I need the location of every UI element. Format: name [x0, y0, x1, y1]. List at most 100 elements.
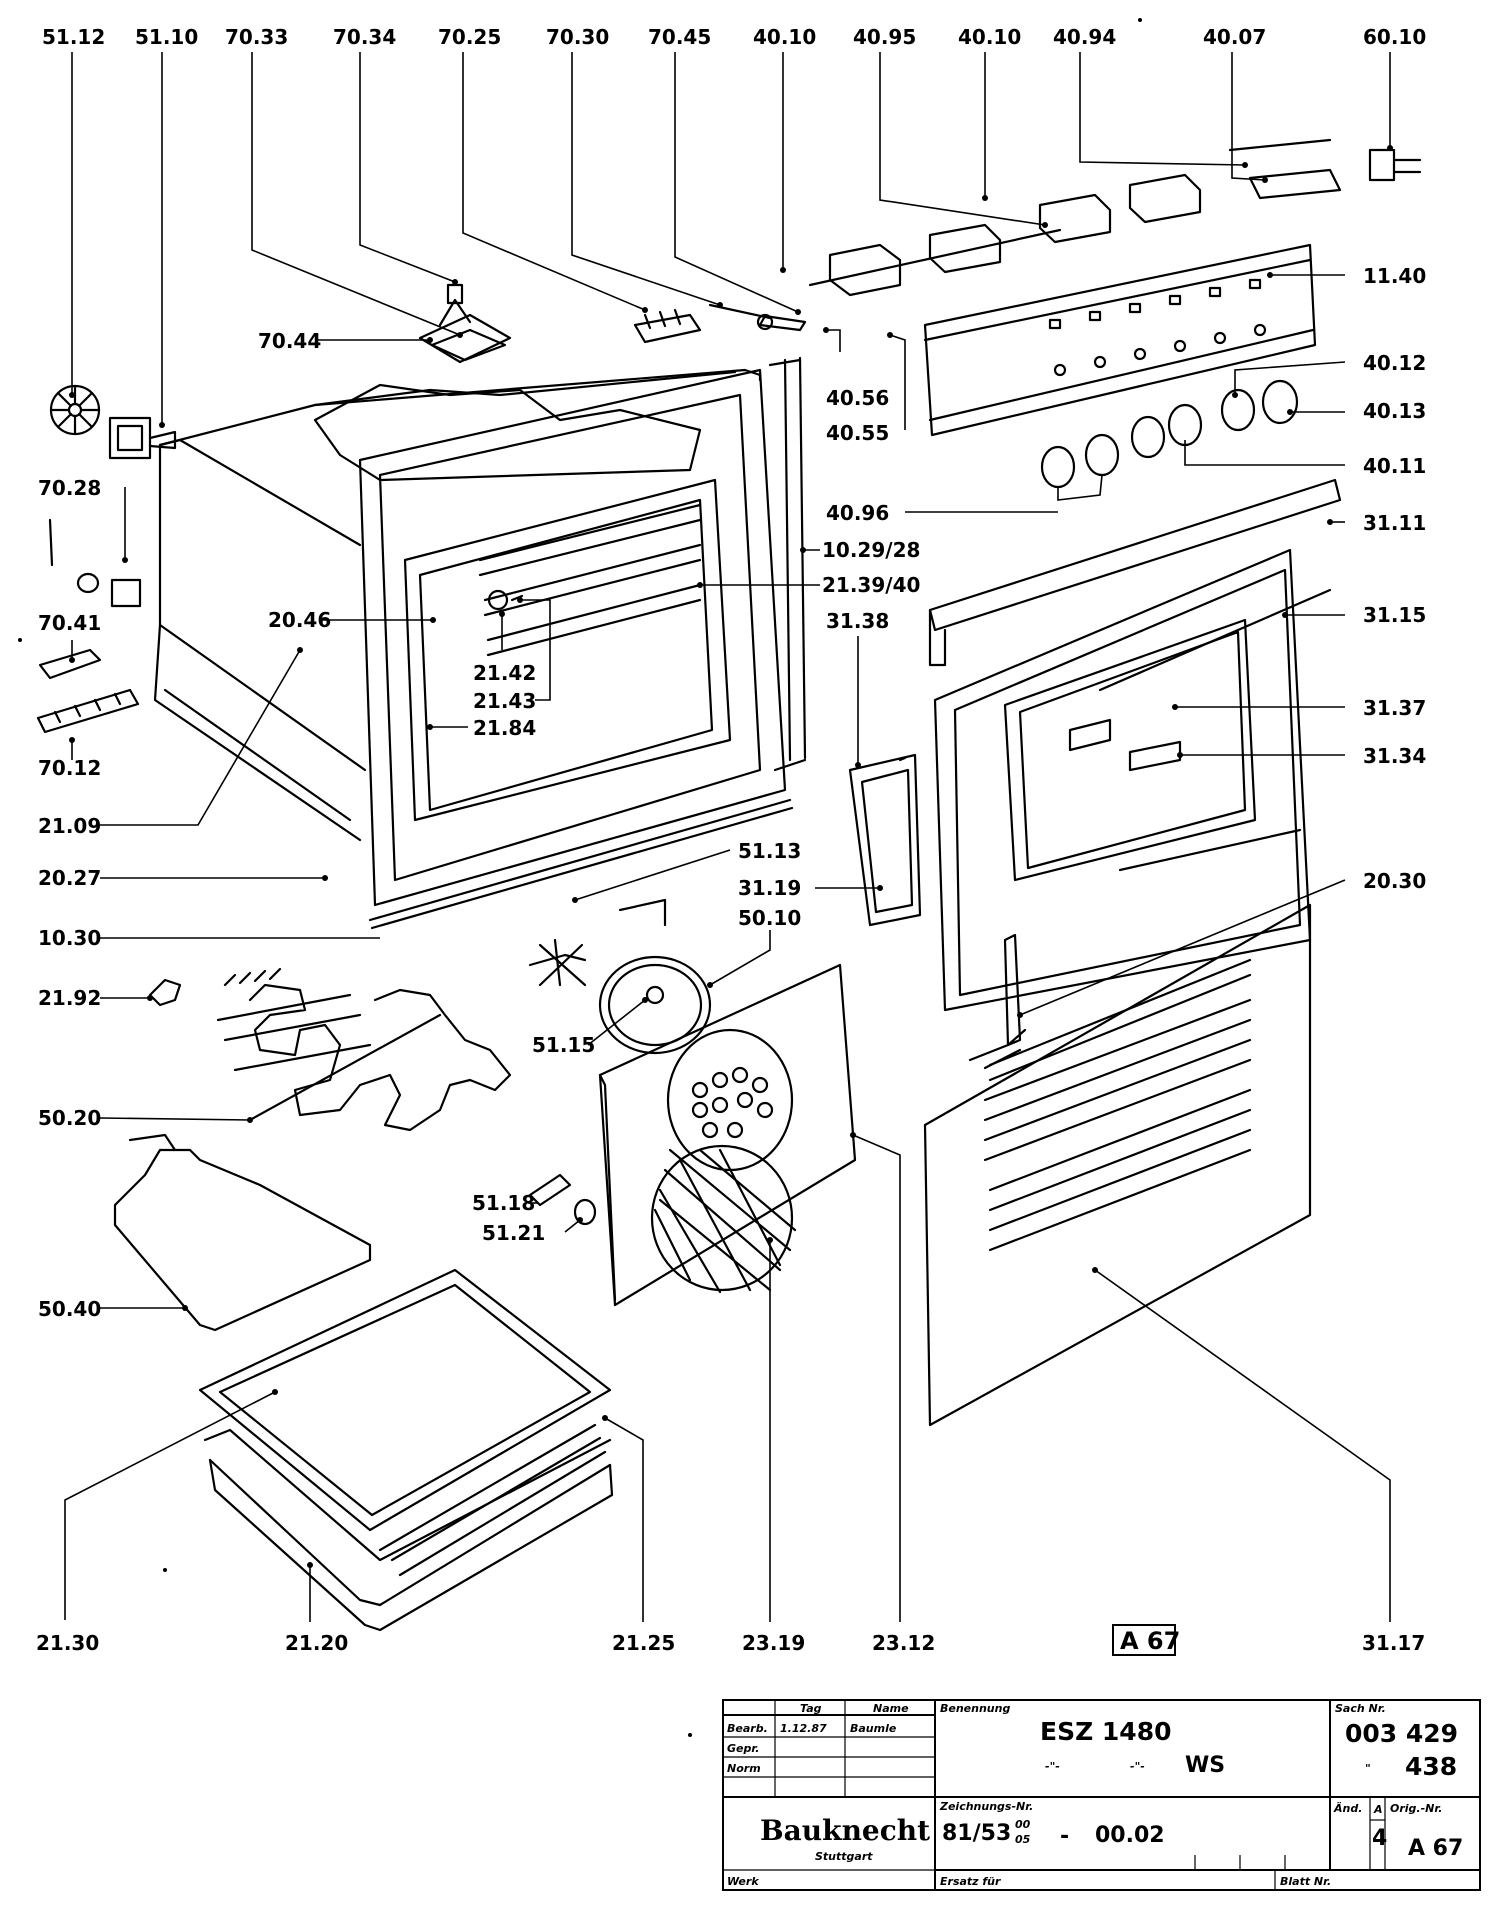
callout: 21.92 — [38, 986, 101, 1010]
callout: 40.12 — [1363, 351, 1426, 375]
fan-blade-drawing — [49, 384, 101, 436]
zeichnung-label: Zeichnungs-Nr. — [939, 1800, 1033, 1813]
callout: 40.10 — [958, 25, 1021, 49]
callout: 21.09 — [38, 814, 101, 838]
callout: 21.20 — [285, 1631, 348, 1655]
diagram-code-box: A 67 — [1112, 1624, 1180, 1656]
callout: 51.10 — [135, 25, 198, 49]
callout: 51.12 — [42, 25, 105, 49]
sach-number-1: 003 429 — [1345, 1719, 1458, 1748]
diagram-code: A 67 — [1120, 1627, 1180, 1655]
oven-lamp-drawing — [487, 589, 524, 611]
variant-b: -"- — [1130, 1760, 1145, 1773]
callout: 70.33 — [225, 25, 288, 49]
callout: 70.41 — [38, 611, 101, 635]
callout: 21.43 — [473, 689, 536, 713]
callout: 11.40 — [1363, 264, 1426, 288]
callout: 50.10 — [738, 906, 801, 930]
callout: 21.84 — [473, 716, 536, 740]
callout: 70.12 — [38, 756, 101, 780]
outer-door-panel-drawing — [923, 903, 1312, 1427]
callout: 31.38 — [826, 609, 889, 633]
variant-a: -"- — [1045, 1760, 1060, 1773]
baking-tray-drawing — [198, 1268, 614, 1632]
zeichnung-number: 81/53 — [942, 1821, 1011, 1846]
brand-logo: Bauknecht — [760, 1814, 930, 1847]
callout: 21.42 — [473, 661, 536, 685]
benennung-label: Benennung — [940, 1702, 1010, 1715]
callout: 10.29/28 — [822, 538, 920, 562]
insulation-pad-drawing — [418, 283, 512, 364]
callout: 70.25 — [438, 25, 501, 49]
callout: 51.18 — [472, 1191, 535, 1215]
orig-label: Orig.-Nr. — [1390, 1802, 1442, 1815]
callout: 31.17 — [1362, 1631, 1425, 1655]
row-gepr: Gepr. — [727, 1742, 759, 1755]
thermostat-drawing — [1228, 138, 1422, 200]
bracket-drawing — [148, 978, 182, 1007]
callout: 21.25 — [612, 1631, 675, 1655]
amd-label: Änd. — [1333, 1801, 1362, 1815]
werk-label: Werk — [727, 1875, 759, 1888]
sach-ditto: " — [1365, 1762, 1371, 1775]
callout: 31.11 — [1363, 511, 1426, 535]
bearb-name: Baumle — [850, 1722, 897, 1735]
zeichnung-sup: 00 — [1015, 1818, 1031, 1831]
bushing-drawing — [528, 1173, 597, 1226]
leader-lines — [64, 52, 1393, 1622]
switch-drawing — [633, 308, 702, 344]
callout: 20.30 — [1363, 869, 1426, 893]
callout: 20.46 — [268, 608, 331, 632]
callout: 40.96 — [826, 501, 889, 525]
amd-1: A — [1373, 1803, 1383, 1816]
callout: 31.34 — [1363, 744, 1426, 768]
oven-back-panel-drawing — [598, 963, 857, 1307]
scan-specks — [18, 18, 1142, 1737]
callout: 31.15 — [1363, 603, 1426, 627]
blatt-label: Blatt Nr. — [1280, 1875, 1331, 1888]
row-bearb: Bearb. — [727, 1722, 768, 1735]
callout: 23.12 — [872, 1631, 935, 1655]
header-name: Name — [873, 1702, 909, 1715]
callout: 70.44 — [258, 329, 321, 353]
callout: 40.10 — [753, 25, 816, 49]
callout: 51.13 — [738, 839, 801, 863]
callout: 51.15 — [532, 1033, 595, 1057]
sach-label: Sach Nr. — [1335, 1702, 1386, 1715]
switch-block-drawing — [808, 173, 1202, 297]
ersatz-label: Ersatz für — [940, 1875, 1001, 1888]
callout: 31.37 — [1363, 696, 1426, 720]
callout-labels: 51.12 51.10 70.33 70.34 70.25 70.30 70.4… — [36, 25, 1426, 1655]
control-panel-drawing — [923, 243, 1317, 437]
bearb-date: 1.12.87 — [780, 1722, 827, 1735]
small-parts-drawing — [36, 518, 142, 734]
callout: 70.30 — [546, 25, 609, 49]
callout: 40.94 — [1053, 25, 1116, 49]
callout: 70.45 — [648, 25, 711, 49]
callout: 40.56 — [826, 386, 889, 410]
convection-fan-drawing — [528, 898, 712, 1055]
control-knobs-drawing — [1040, 379, 1299, 489]
oven-casing-drawing — [153, 356, 807, 930]
variant-ws: WS — [1185, 1753, 1225, 1778]
sach-number-2: 438 — [1405, 1752, 1457, 1781]
callout: 50.20 — [38, 1106, 101, 1130]
callout: 51.21 — [482, 1221, 545, 1245]
brand-city: Stuttgart — [815, 1850, 873, 1863]
door-hinge-drawing — [968, 933, 1027, 1070]
callout: 40.55 — [826, 421, 889, 445]
zeichnung-revision: 00.02 — [1095, 1823, 1165, 1848]
zeichnung-sub: 05 — [1015, 1833, 1031, 1846]
callout: 40.95 — [853, 25, 916, 49]
callout: 23.19 — [742, 1631, 805, 1655]
row-norm: Norm — [727, 1762, 761, 1775]
callout: 21.39/40 — [822, 573, 920, 597]
orig-number: A 67 — [1408, 1836, 1463, 1861]
title-block: Tag Name Bearb. 1.12.87 Baumle Gepr. Nor… — [722, 1699, 1481, 1891]
callout: 40.11 — [1363, 454, 1426, 478]
callout: 50.40 — [38, 1297, 101, 1321]
callout: 60.10 — [1363, 25, 1426, 49]
model-name: ESZ 1480 — [1040, 1717, 1172, 1746]
zeichnung-dash: - — [1060, 1824, 1069, 1849]
